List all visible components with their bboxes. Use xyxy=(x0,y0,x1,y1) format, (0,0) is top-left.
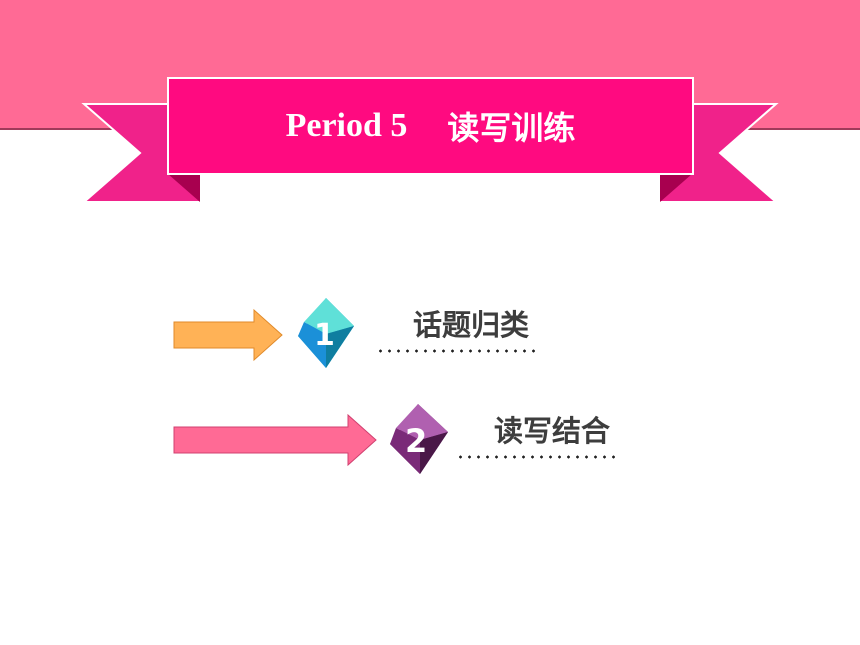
gem-number-icon xyxy=(390,404,448,474)
arrow-right-icon xyxy=(173,413,377,467)
item-label: 话题归类 xyxy=(413,308,530,342)
title-english: Period 5 xyxy=(285,107,408,144)
gem-number-icon xyxy=(298,298,354,368)
item-label: 读写结合 xyxy=(494,414,611,448)
item-number: 1 xyxy=(314,318,335,353)
title-ribbon xyxy=(81,77,779,203)
title-chinese: 读写训练 xyxy=(447,109,576,147)
page-title: Period 5 读写训练 xyxy=(168,78,693,174)
dotted-leader xyxy=(376,349,538,353)
arrow-right-icon xyxy=(173,308,283,362)
item-number: 2 xyxy=(405,422,428,460)
dotted-leader xyxy=(456,455,618,459)
